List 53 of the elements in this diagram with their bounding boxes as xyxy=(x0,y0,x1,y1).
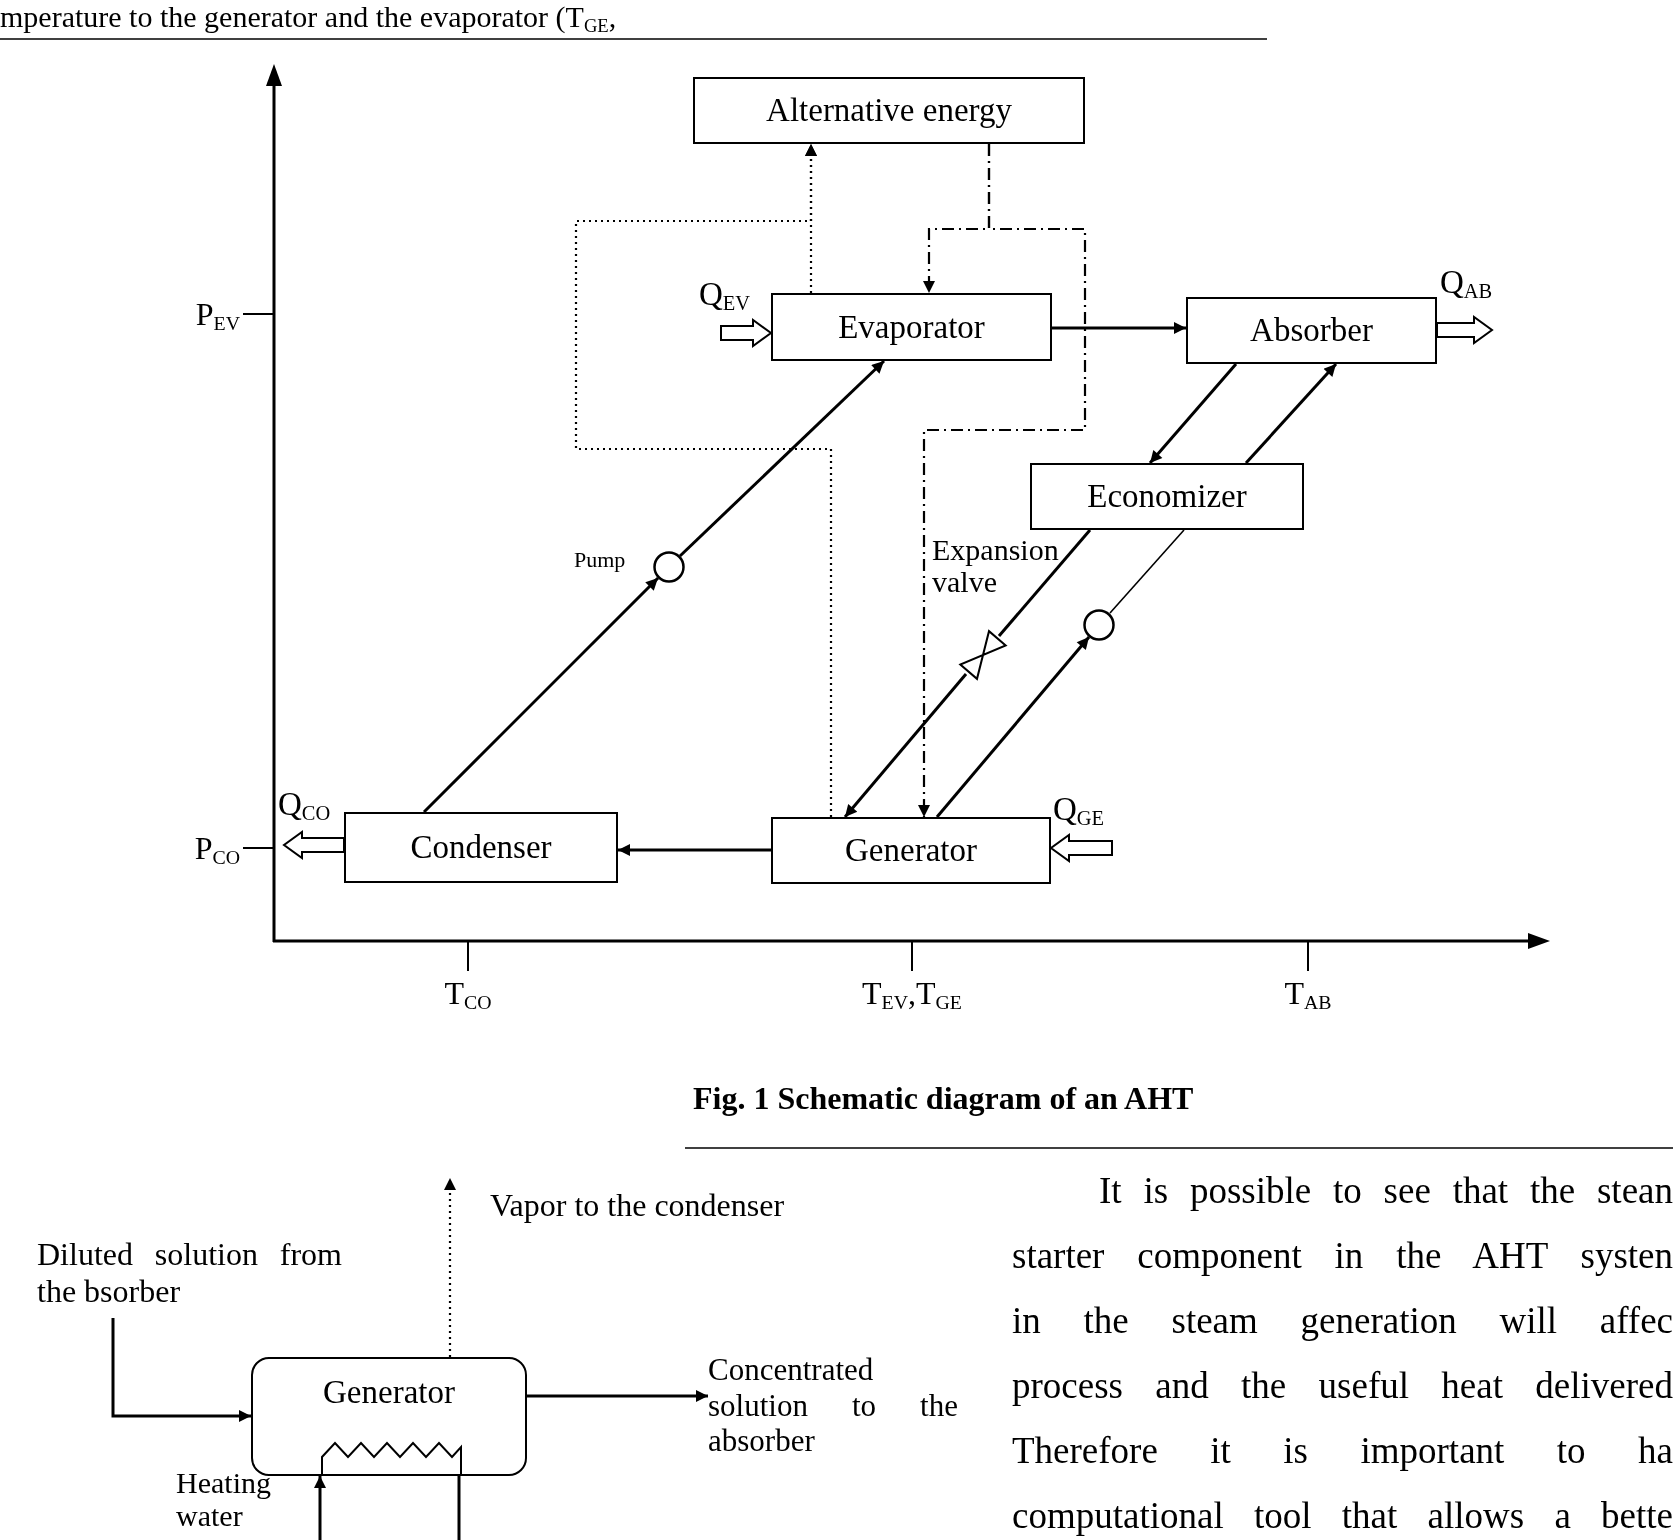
component-label: Generator xyxy=(323,1374,455,1411)
component-box xyxy=(1030,463,1304,530)
connector-line xyxy=(457,1476,461,1540)
connector-line xyxy=(997,529,1092,637)
body-text: Therefore it is important to ha xyxy=(1012,1430,1673,1473)
axis-label: T$_{EV}$,T$_{GE}$ xyxy=(861,975,963,1012)
body-text: starter component in the AHT systen xyxy=(1012,1235,1673,1278)
body-text: process and the useful heat delivered xyxy=(1012,1365,1673,1408)
heat-flow-arrow xyxy=(282,830,345,860)
figure-caption: Fig. 1 Schematic diagram of an AHT xyxy=(693,1080,1194,1117)
arrow xyxy=(618,844,771,856)
vessel-box xyxy=(251,1357,527,1476)
body-text: It is possible to see that the stean xyxy=(1099,1170,1673,1213)
arrow xyxy=(1148,363,1238,464)
arrow xyxy=(422,576,660,814)
arrow xyxy=(678,359,886,558)
annotation-text: Diluted solution from the bsorber xyxy=(37,1236,342,1310)
annotation-text: Heating water xyxy=(176,1466,272,1532)
component-label: Absorber xyxy=(1250,312,1373,349)
dotted-arrow xyxy=(918,144,1087,817)
arrow xyxy=(935,636,1091,818)
axis-label: T$_{CO}$ xyxy=(443,975,493,1012)
annotation-text: Concentrated solution to the absorber xyxy=(708,1352,958,1459)
body-text: mperature to the generator and the evaporator (T$_{GE}$, xyxy=(0,0,617,35)
component-label: Generator xyxy=(845,832,977,869)
component-box xyxy=(771,817,1051,884)
body-text: computational tool that allows a bette xyxy=(1012,1495,1673,1538)
axis-label: P$_{EV}$ xyxy=(194,296,240,333)
arrow xyxy=(843,673,968,818)
component-box xyxy=(693,77,1085,144)
heat-flow-arrow xyxy=(720,318,773,348)
dotted-arrow xyxy=(805,144,817,293)
component-label: Evaporator xyxy=(838,308,985,346)
component-label: Economizer xyxy=(1087,478,1247,515)
arrow xyxy=(314,1476,326,1540)
arrow xyxy=(1052,322,1186,334)
body-text: in the steam generation will affec xyxy=(1012,1300,1673,1343)
heat-flow-arrow xyxy=(1436,315,1494,345)
component-label: Alternative energy xyxy=(766,92,1012,129)
connector-line xyxy=(1109,529,1185,614)
arrow xyxy=(1244,363,1338,464)
arrow xyxy=(527,1390,708,1402)
component-box xyxy=(1186,297,1437,364)
axis-label: T$_{AB}$ xyxy=(1283,975,1333,1012)
component-label: Condenser xyxy=(410,829,552,866)
axis-label: P$_{CO}$ xyxy=(193,830,240,867)
component-box xyxy=(344,812,618,883)
component-box xyxy=(771,293,1052,361)
component-label: Expansion valve xyxy=(932,534,1057,599)
heat-flow-arrow xyxy=(1049,833,1113,863)
component-label: Pump xyxy=(574,549,627,571)
arrow xyxy=(111,1318,251,1422)
dotted-arrow xyxy=(444,1178,456,1357)
